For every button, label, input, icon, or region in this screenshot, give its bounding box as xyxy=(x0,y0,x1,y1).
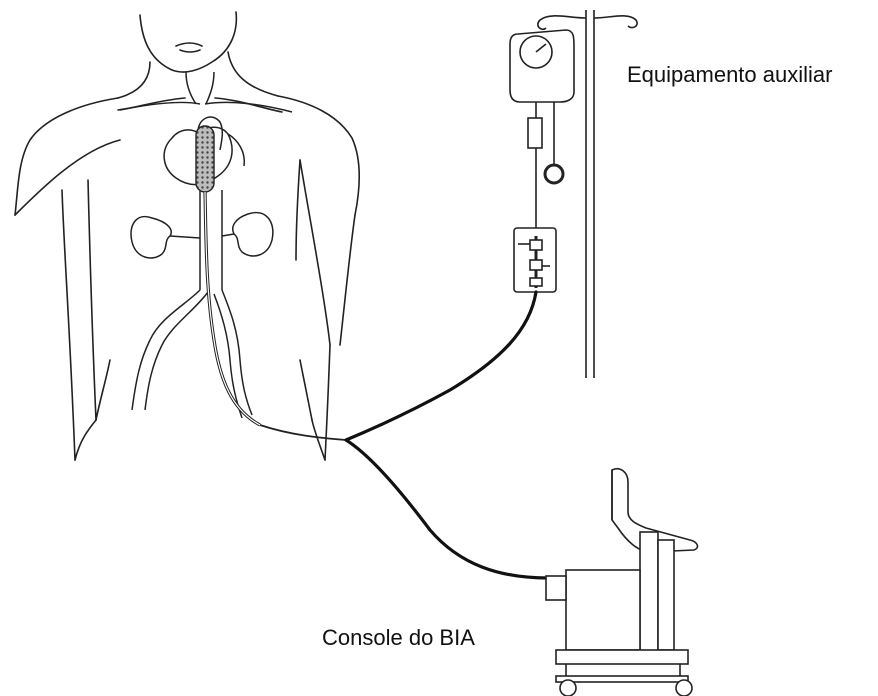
pressure-bag xyxy=(510,30,574,232)
auxiliary-equipment-label: Equipamento auxiliar xyxy=(627,62,832,88)
connection-cables xyxy=(346,292,548,578)
balloon-catheter xyxy=(196,126,346,440)
pressure-transducer xyxy=(514,228,556,292)
iabp-console xyxy=(546,469,697,696)
console-label: Console do BIA xyxy=(322,625,475,651)
